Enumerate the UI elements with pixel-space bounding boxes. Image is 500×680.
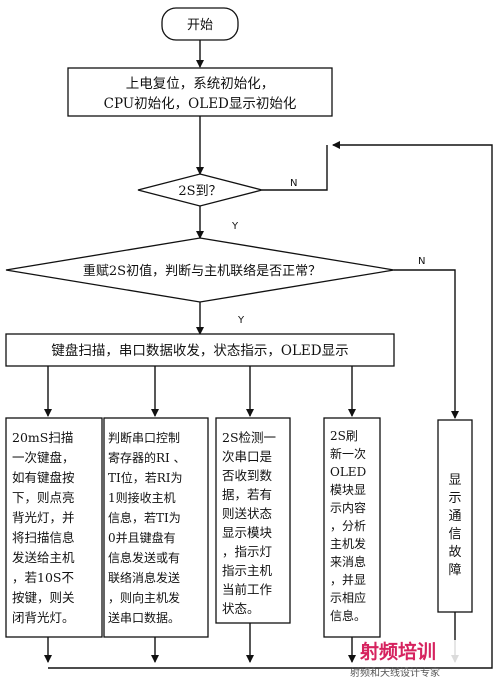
task-keyboard-line: 按键，则关 [12,590,75,605]
task-oled-line: 信息。 [330,608,366,623]
start-terminator [161,7,239,41]
task-serial-check-line: 2S检测一 [222,430,276,445]
task-serial-ctrl-line: 0并且键盘有 [108,530,176,545]
task-serial-check-line: ，指示灯 [222,544,272,559]
task-keyboard-line: 闭背光灯。 [12,610,75,625]
task-oled-line: ，分析 [330,519,366,533]
init-line-1: 上电复位，系统初始化， [126,75,275,92]
task-keyboard-line: 发送给主机 [12,550,75,565]
task-keyboard-line: 背光灯，并 [12,510,75,525]
task-serial-check-line: 则送状态 [222,506,272,521]
task-serial-check-line: 据，若有 [222,487,272,502]
task-keyboard-line: 20mS扫描 [12,430,73,445]
task-serial-check-line: 次串口是 [222,449,273,464]
task-serial-ctrl-line: TI位，若RI为 [108,470,183,485]
task-keyboard-line: ，若10S不 [12,570,74,585]
task-keyboard-text: 20mS扫描 一次键盘， 如有键盘按 下，则点亮 背光灯，并 将扫描信息 发送给… [12,430,75,625]
task-serial-ctrl-line: 信息发送或有 [108,550,180,565]
task-keyboard-line: 将扫描信息 [12,530,75,545]
task-oled-line: 示内容 [330,500,366,515]
decision-link-no-label: N [418,256,425,267]
task-oled-line: 模块显 [330,483,366,497]
task-serial-check-line: 当前工作 [222,582,273,597]
task-serial-check-line: 显示模块 [222,525,273,540]
task-fault-box [437,419,473,613]
task-keyboard-line: 一次键盘， [12,450,75,465]
task-serial-ctrl-line: 送串口数据。 [108,610,180,625]
task-oled-text: 2S刷 新一次 OLED 模块显 示内容 ，分析 主机发 来消息 ，并显 示相应… [330,429,366,623]
decision-link [5,237,395,303]
task-fault-char: 信 [448,527,461,542]
watermark-backdrop [358,640,488,666]
decision-2s-no-label: N [290,178,297,189]
decision-2s-yes-label: Y [231,221,239,232]
watermark: 射频培训 射频和天线设计专家 [350,640,488,679]
task-serial-ctrl-text: 判断串口控制 寄存器的RI 、 TI位，若RI为 1则接收主机 信息，若TI为 … [108,430,186,625]
main-task-label: 键盘扫描，串口数据收发，状态指示，OLED显示 [51,342,348,359]
task-serial-ctrl-line: 联络消息发送 [108,570,180,585]
task-serial-check-text: 2S检测一 次串口是 否收到数 据，若有 则送状态 显示模块 ，指示灯 指示主机… [222,430,276,616]
task-serial-ctrl-line: ，则向主机发 [108,590,180,605]
task-keyboard-box [5,417,103,638]
decision-2s-label: 2S到？ [178,184,221,199]
task-serial-ctrl-box [103,417,209,638]
main-task-box [5,333,395,367]
task-oled-line: ，并显 [330,573,366,587]
decision-link-yes-label: Y [237,315,245,326]
task-fault-char: 故 [448,545,461,560]
task-fault-char: 障 [448,563,461,578]
decision-2s [137,173,263,207]
task-fault-char: 通 [448,509,461,524]
task-oled-line: 来消息 [330,554,366,569]
task-serial-ctrl-line: 信息，若TI为 [108,510,181,525]
task-serial-ctrl-line: 1则接收主机 [108,490,176,505]
task-serial-check-line: 否收到数 [222,468,273,483]
decision-link-label: 重赋2S初值，判断与主机联络是否正常？ [83,263,321,279]
task-serial-check-line: 指示主机 [222,563,273,578]
task-oled-box [323,417,381,638]
task-serial-check-box [215,417,291,624]
task-oled-line: 示相应 [330,590,366,605]
task-oled-line: 主机发 [330,536,366,551]
arrow-link-no [394,269,459,419]
watermark-brand: 射频培训 [359,640,436,663]
watermark-subtitle: 射频和天线设计专家 [350,666,440,679]
task-serial-ctrl-line: 寄存器的RI 、 [108,450,186,465]
task-keyboard-line: 下，则点亮 [12,490,75,505]
connector-2s-no [262,145,328,191]
task-fault-char: 示 [448,491,461,506]
task-serial-check-line: 状态。 [222,601,260,616]
task-serial-ctrl-line: 判断串口控制 [108,430,180,445]
loop-back-connector [48,141,493,669]
task-oled-line: 新一次 [330,446,366,461]
task-keyboard-line: 如有键盘按 [12,470,75,485]
task-fault-char: 显 [448,473,461,488]
init-box [67,67,333,117]
start-label: 开始 [187,18,213,33]
init-line-2: CPU初始化，OLED显示初始化 [104,95,297,112]
connectors [44,40,493,669]
task-fault-text: 显 示 通 信 故 障 [448,473,461,578]
task-oled-line: OLED [330,465,366,479]
task-oled-line: 2S刷 [330,429,358,443]
